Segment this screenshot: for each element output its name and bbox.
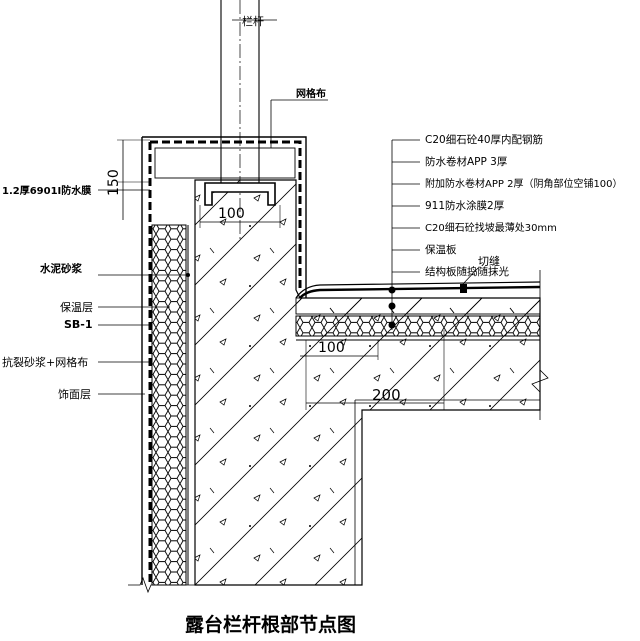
- railing-base-plate: [204, 182, 276, 206]
- drawing-title: 露台栏杆根部节点图: [185, 613, 356, 636]
- cut-joint-marker: [460, 267, 479, 293]
- cement-mortar-label: 水泥砂浆: [39, 262, 82, 275]
- break-marks: [128, 369, 549, 594]
- left-callout-leaders: [98, 189, 190, 395]
- dimension-lines: [117, 139, 445, 410]
- callout-7: 结构板随捣随抹光: [425, 265, 509, 278]
- sb1-label: SB-1: [64, 318, 93, 331]
- insulation-layer: [151, 224, 189, 586]
- membrane-label: 1.2厚6901I防水膜: [2, 184, 91, 197]
- callout-5: C20细石砼找坡最薄处30mm: [425, 221, 557, 234]
- parapet-cap: [141, 136, 307, 585]
- finish-label: 饰面层: [58, 387, 91, 401]
- callout-1: C20细石砼40厚内配钢筋: [425, 133, 543, 146]
- dim-100-top: 100: [218, 206, 245, 222]
- callout-3: 附加防水卷材APP 2厚（阴角部位空铺100）: [425, 177, 623, 190]
- joint-label: 切缝: [478, 254, 500, 268]
- callout-6: 保温板: [425, 243, 457, 256]
- mesh-leader: [232, 19, 328, 148]
- dim-150: 150: [106, 169, 122, 196]
- dim-200: 200: [372, 386, 401, 404]
- crack-mortar-label: 抗裂砂浆+网格布: [2, 355, 88, 369]
- callout-2: 防水卷材APP 3厚: [425, 155, 508, 168]
- mesh-label: 网格布: [296, 87, 326, 100]
- parapet-concrete: [194, 179, 541, 586]
- callout-4: 911防水涂膜2厚: [425, 199, 505, 212]
- roof-layers: [295, 270, 541, 420]
- right-callout-leaders: [388, 139, 420, 330]
- insulation-label: 保温层: [60, 300, 93, 314]
- railing-label: 栏杆: [242, 14, 264, 28]
- dim-100-floor: 100: [318, 340, 345, 356]
